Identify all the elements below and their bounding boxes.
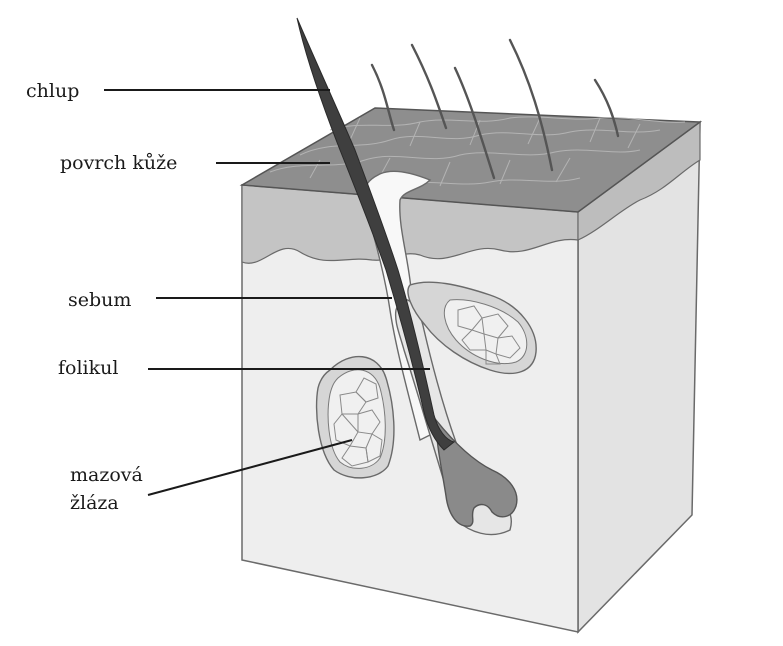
sebaceous-gland-left-inner [328, 370, 385, 469]
label-hair: chlup [26, 78, 79, 106]
label-gland-line1: mazová [70, 462, 143, 490]
label-sebum: sebum [68, 287, 131, 315]
label-sebaceous-gland: mazová žláza [70, 462, 143, 517]
label-gland-line2: žláza [70, 490, 143, 518]
label-skin-surface: povrch kůže [60, 150, 177, 178]
label-follicle: folikul [58, 355, 118, 383]
